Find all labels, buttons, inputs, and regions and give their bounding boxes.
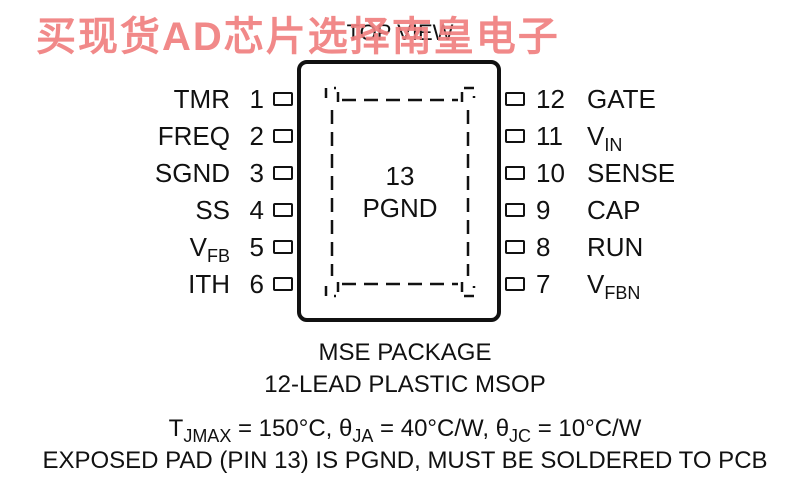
pin-7-lead (505, 277, 525, 291)
package-body (297, 60, 501, 322)
pin-11-name: VIN (587, 121, 622, 154)
pin-4-name: SS (110, 195, 230, 225)
pin-8-lead (505, 240, 525, 254)
pin-2-number: 2 (249, 121, 264, 151)
pin-1-name: TMR (110, 84, 230, 114)
package-name: MSE PACKAGE (318, 339, 492, 366)
pin-8-number: 8 (536, 232, 551, 262)
pin-12-number: 12 (536, 84, 565, 114)
theta-jc-value: = 10°C/W (531, 415, 642, 442)
pin-9-name: CAP (587, 195, 640, 225)
pin-5-name: VFB (110, 232, 230, 265)
pin-10-lead (505, 166, 525, 180)
pin-2-name: FREQ (110, 121, 230, 151)
tj-subscript: JMAX (183, 426, 232, 446)
pin-1-name-text: TMR (173, 84, 230, 114)
pin-4-name-text: SS (195, 195, 230, 225)
theta-ja-symbol: θ (339, 415, 353, 442)
pin-4-number: 4 (249, 195, 264, 225)
tj-value: = 150°C, (231, 415, 339, 442)
pin-10-name: SENSE (587, 158, 675, 188)
exposed-pad-name: PGND (362, 193, 438, 223)
pin-7-name: VFBN (587, 269, 640, 302)
top-view-label: TOP VIEW (346, 20, 454, 45)
pin-6-number: 6 (249, 269, 264, 299)
pin-10-number: 10 (536, 158, 565, 188)
pin-6-lead (273, 277, 293, 291)
pin-4-lead (273, 203, 293, 217)
pin-1-lead (273, 92, 293, 106)
pin-8-name: RUN (587, 232, 643, 262)
pin-11-name-text: V (587, 121, 605, 151)
pin-9-lead (505, 203, 525, 217)
theta-jc-subscript: JC (509, 426, 532, 446)
theta-jc-symbol: θ (495, 415, 510, 442)
pin-11-name-subscript: IN (604, 135, 623, 155)
pin-6-name: ITH (110, 269, 230, 299)
pin-7-name-subscript: FBN (604, 283, 641, 303)
pin-11-lead (505, 129, 525, 143)
package-description: 12-LEAD PLASTIC MSOP (264, 371, 546, 398)
pin-7-name-text: V (587, 269, 605, 299)
pin-12-lead (505, 92, 525, 106)
pin-11-number: 11 (536, 121, 563, 151)
pin-5-lead (273, 240, 293, 254)
exposed-pad-label: 13 PGND (330, 160, 470, 224)
pin-5-name-text: V (189, 232, 207, 262)
pin-3-name-text: SGND (154, 158, 230, 188)
pin-1-number: 1 (249, 84, 264, 114)
pin-3-name: SGND (110, 158, 230, 188)
pin-3-number: 3 (249, 158, 264, 188)
exposed-pad-note: EXPOSED PAD (PIN 13) IS PGND, MUST BE SO… (42, 447, 768, 474)
pin-10-name-text: SENSE (587, 158, 676, 188)
pin-9-number: 9 (536, 195, 551, 225)
pin-2-name-text: FREQ (157, 121, 230, 151)
pin-7-number: 7 (536, 269, 551, 299)
pin-2-lead (273, 129, 293, 143)
pin-6-name-text: ITH (188, 269, 230, 299)
thermal-specs: TJMAX = 150°C, θJA = 40°C/W, θJC = 10°C/… (0, 414, 810, 446)
pin-8-name-text: RUN (587, 232, 644, 262)
watermark-text: 买现货AD芯片选择南皇电子 (36, 15, 560, 59)
pin-5-number: 5 (249, 232, 264, 262)
theta-ja-subscript: JA (352, 426, 374, 446)
exposed-pad-number: 13 (385, 161, 415, 191)
pin-9-name-text: CAP (587, 195, 641, 225)
pin-5-name-subscript: FB (206, 246, 230, 266)
pin-3-lead (273, 166, 293, 180)
pin-12-name: GATE (587, 84, 656, 114)
exposed-pad-outline (324, 86, 476, 298)
pin-12-name-text: GATE (587, 84, 656, 114)
theta-ja-value: = 40°C/W, (373, 415, 496, 442)
tj-symbol: T (168, 415, 184, 442)
